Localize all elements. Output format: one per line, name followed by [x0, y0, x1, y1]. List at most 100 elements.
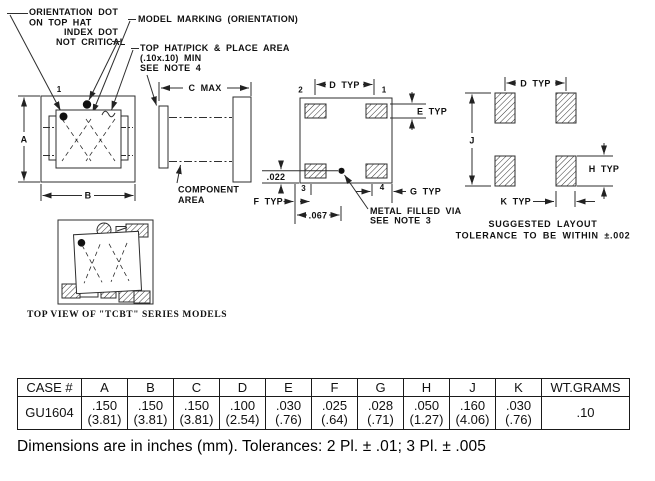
- layout-pad-bottom-left: [494, 155, 516, 187]
- front-view: 1 A B: [18, 85, 136, 201]
- tophat-note-line2: (.10x.10) MIN: [140, 53, 201, 63]
- tcbt-top-hat: [73, 230, 143, 295]
- pad-1: [365, 103, 388, 119]
- model-marking-label: MODEL MARKING (ORIENTATION): [138, 14, 298, 24]
- dim-J: J: [465, 92, 491, 187]
- table-row: GU1604 .150(3.81) .150(3.81) .150(3.81) …: [17, 396, 630, 430]
- tophat-note-leader-left: [111, 49, 134, 111]
- header-case: CASE #: [17, 378, 82, 397]
- dim-C-max: C MAX: [158, 82, 252, 101]
- cell-f: .025(.64): [311, 396, 358, 430]
- front-pin1-label: 1: [57, 85, 62, 94]
- tophat-note-line1: TOP HAT/PICK & PLACE AREA: [140, 43, 290, 53]
- header-f: F: [311, 378, 358, 397]
- model-marking-leader: [92, 20, 131, 114]
- header-e: E: [265, 378, 312, 397]
- component-area-label-line1: COMPONENT: [178, 185, 239, 195]
- dim-E: E TYP: [390, 92, 447, 130]
- pad2-number: 2: [298, 86, 303, 95]
- pad1-number: 1: [382, 86, 387, 95]
- pick-area-squiggle: [101, 110, 116, 118]
- header-b: B: [127, 378, 174, 397]
- tcbt-winding-marks: [81, 242, 130, 284]
- cell-e: .030(.76): [265, 396, 312, 430]
- table-header-row: CASE # A B C D E F G H J K WT.GRAMS: [17, 378, 630, 397]
- cell-case: GU1604: [17, 396, 82, 430]
- front-view-top-hat: [55, 109, 122, 169]
- dim-D-layout-label: D TYP: [520, 79, 551, 89]
- pad-4: [365, 163, 388, 179]
- via-note-line2: SEE NOTE 3: [370, 216, 431, 226]
- cell-b: .150(3.81): [127, 396, 174, 430]
- header-d: D: [219, 378, 266, 397]
- tcbt-orientation-dot: [77, 239, 86, 247]
- tcbt-hatch-bottom-right2: [133, 290, 151, 304]
- tcbt-caption: TOP VIEW OF "TCBT" SERIES MODELS: [27, 310, 227, 320]
- dim-A: A: [18, 95, 40, 183]
- technical-drawing-canvas: ORIENTATION DOT ON TOP HAT INDEX DOT NOT…: [7, 7, 631, 320]
- dim-022: .022: [262, 160, 338, 194]
- dim-C-label: C MAX: [189, 83, 222, 93]
- header-c: C: [173, 378, 220, 397]
- layout-caption-line2: TOLERANCE TO BE WITHIN ±.002: [456, 231, 631, 241]
- layout-pad-bottom-right: [555, 155, 577, 187]
- tolerance-footnote: Dimensions are in inches (mm). Tolerance…: [17, 438, 486, 455]
- orientation-dot-label-line1: ORIENTATION DOT: [29, 7, 118, 17]
- cell-j: .160(4.06): [449, 396, 496, 430]
- side-view-top-hat-profile: [158, 105, 169, 169]
- dim-K-label: K TYP: [500, 197, 531, 207]
- layout-pad-top-right: [555, 92, 577, 124]
- cell-c: .150(3.81): [173, 396, 220, 430]
- metal-filled-via-dot: [338, 167, 345, 174]
- dim-H-label: H TYP: [589, 164, 620, 174]
- dim-A-label: A: [21, 135, 28, 145]
- index-dot-label-line1: INDEX DOT: [64, 27, 118, 37]
- dim-J-label: J: [469, 136, 474, 146]
- header-h: H: [403, 378, 450, 397]
- dim-G-label: G TYP: [410, 187, 441, 197]
- front-view-left-terminal: [48, 115, 57, 161]
- dim-067-label: .067: [309, 211, 328, 221]
- side-view-body-profile: [232, 96, 252, 183]
- dim-B: B: [40, 184, 136, 201]
- component-area-leader: [175, 164, 182, 184]
- dim-D-layout: D TYP: [504, 77, 567, 91]
- dimensions-table: CASE # A B C D E F G H J K WT.GRAMS GU16…: [17, 378, 630, 430]
- index-dot: [59, 112, 68, 121]
- header-wt: WT.GRAMS: [541, 378, 630, 397]
- cell-g: .028(.71): [357, 396, 404, 430]
- index-dot-label-line2: NOT CRITICAL: [56, 37, 126, 47]
- suggested-layout-view: D TYP J H TYP K TYP SUGGESTED LAYOUT TOL: [456, 77, 631, 241]
- layout-caption-line1: SUGGESTED LAYOUT: [489, 219, 598, 229]
- dim-H: H TYP: [577, 143, 619, 199]
- via-note-line1: METAL FILLED VIA: [370, 206, 462, 216]
- header-k: K: [495, 378, 542, 397]
- header-a: A: [81, 378, 128, 397]
- dim-F-067: F TYP .067: [253, 184, 342, 224]
- dim-F-label: F TYP: [253, 197, 283, 207]
- pad4-number: 4: [380, 183, 385, 192]
- side-view: C MAX COMPONENT AREA: [158, 82, 252, 205]
- cell-d: .100(2.54): [219, 396, 266, 430]
- front-view-winding-marks: [61, 118, 116, 162]
- header-g: G: [357, 378, 404, 397]
- tophat-note-leader-right: [146, 74, 157, 106]
- callout-labels: ORIENTATION DOT ON TOP HAT INDEX DOT NOT…: [7, 7, 298, 114]
- dim-022-label: .022: [267, 172, 286, 182]
- cell-a: .150(3.81): [81, 396, 128, 430]
- front-view-body-outline: [40, 95, 136, 183]
- dim-D-label: D TYP: [329, 80, 360, 90]
- via-leader: [344, 174, 369, 210]
- cell-wt: .10: [541, 396, 630, 430]
- dim-E-label: E TYP: [417, 107, 447, 117]
- orientation-dot: [82, 100, 92, 109]
- cell-k: .030(.76): [495, 396, 542, 430]
- pad3-number: 3: [301, 184, 306, 193]
- tcbt-top-view: TOP VIEW OF "TCBT" SERIES MODELS: [27, 219, 227, 320]
- component-area-label-line2: AREA: [178, 195, 205, 205]
- orientation-dot-label-line2: ON TOP HAT: [29, 18, 92, 28]
- dim-G: G TYP: [356, 184, 441, 203]
- tophat-note-line3: SEE NOTE 4: [140, 63, 201, 73]
- dim-K: K TYP: [500, 191, 595, 207]
